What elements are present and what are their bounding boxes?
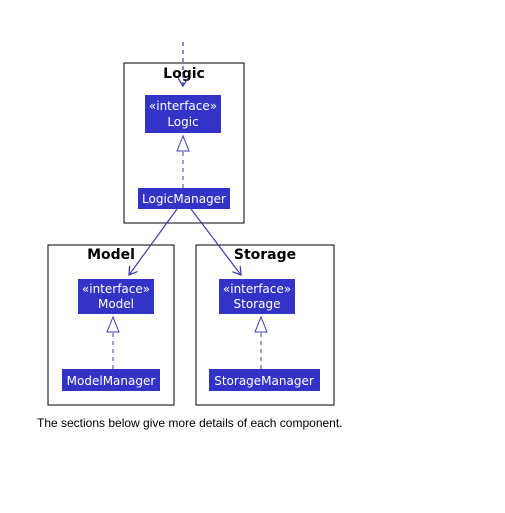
- realization-model-edge: [106, 315, 120, 369]
- logicmanager-to-storage-edge: [190, 208, 241, 275]
- class-storage-manager: StorageManager: [209, 369, 320, 391]
- package-logic: Logic: [123, 62, 245, 224]
- class-model-manager: ModelManager: [62, 369, 160, 391]
- class-storage-name: Storage: [234, 297, 281, 311]
- package-logic-title: Logic: [163, 66, 205, 82]
- class-storagemanager-name: StorageManager: [214, 374, 314, 388]
- class-logicmanager-name: LogicManager: [142, 192, 226, 206]
- class-logic-manager: LogicManager: [138, 188, 230, 209]
- realization-storage-edge: [254, 315, 268, 369]
- architecture-diagram: Logic Model Storage «interface» Logic Lo…: [47, 42, 335, 406]
- package-storage-title: Storage: [234, 247, 296, 263]
- class-logic-interface: «interface» Logic: [145, 95, 221, 133]
- class-modelmanager-name: ModelManager: [67, 374, 156, 388]
- class-storage-interface: «interface» Storage: [219, 279, 295, 314]
- class-model-name: Model: [98, 297, 134, 311]
- package-model: Model: [47, 244, 175, 406]
- realization-logic-edge: [176, 134, 190, 188]
- class-logic-name: Logic: [167, 115, 198, 129]
- class-logic-stereotype: «interface»: [149, 99, 217, 113]
- diagram-caption: The sections below give more details of …: [37, 416, 343, 430]
- class-storage-stereotype: «interface»: [223, 282, 291, 296]
- logicmanager-to-model-edge: [129, 208, 178, 275]
- package-model-title: Model: [87, 247, 135, 263]
- class-model-interface: «interface» Model: [78, 279, 154, 314]
- class-model-stereotype: «interface»: [82, 282, 150, 296]
- package-storage: Storage: [195, 244, 335, 406]
